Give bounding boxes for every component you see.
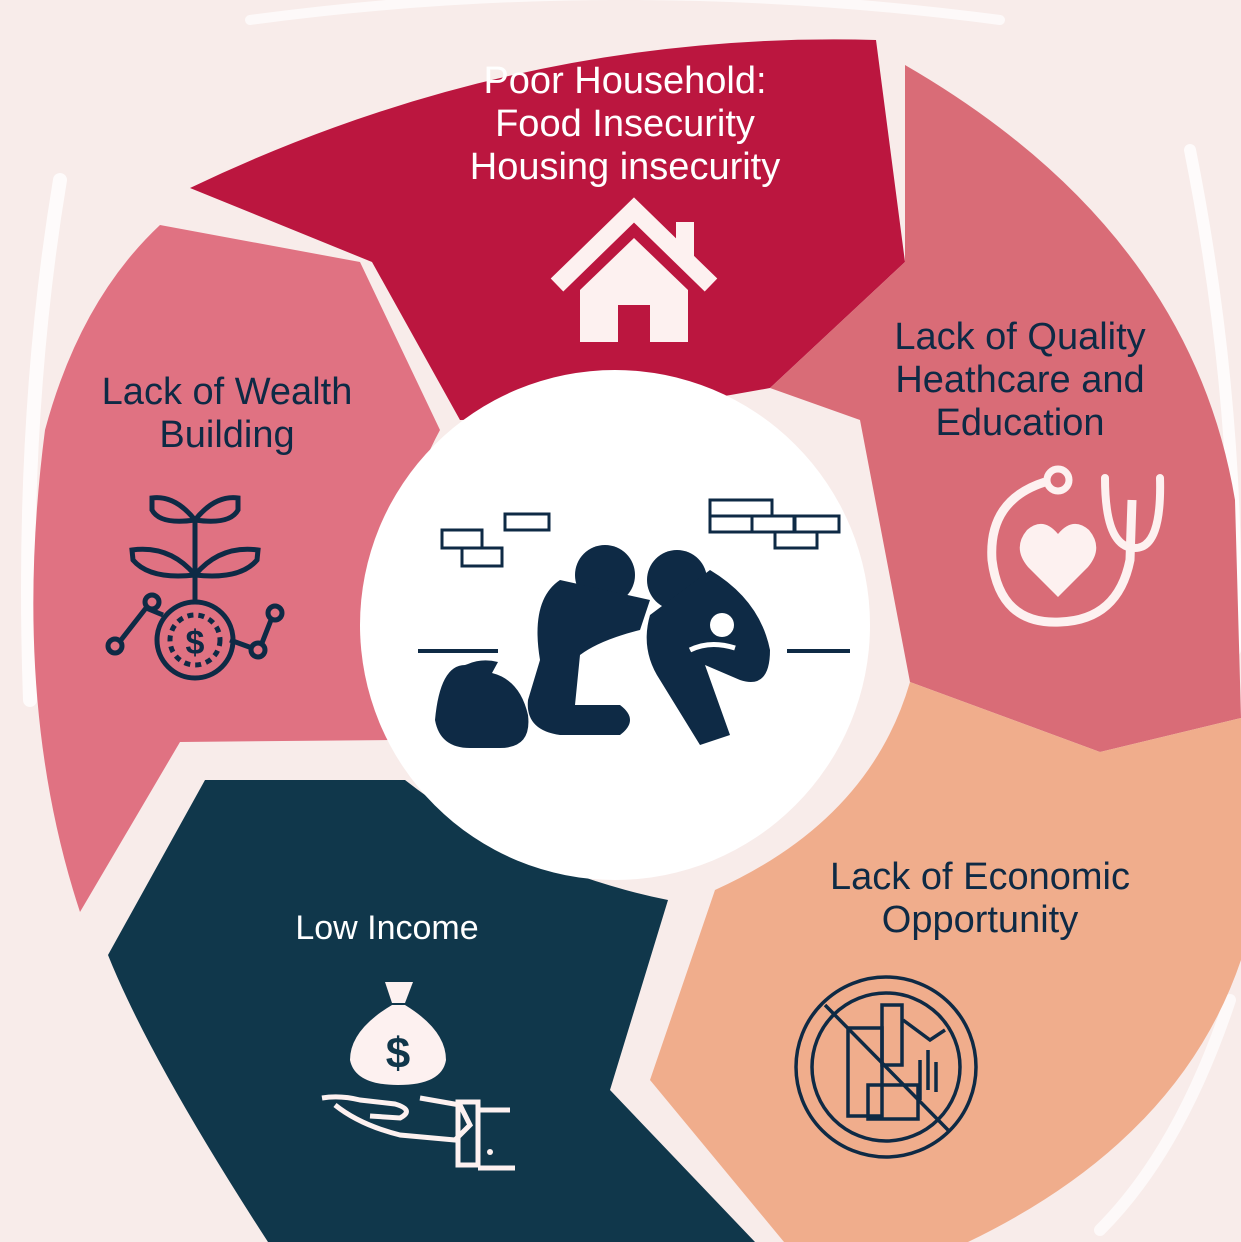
segment-economic-opportunity: [650, 682, 1241, 1242]
no-business-icon: [794, 975, 978, 1159]
money-bag-hand-icon: $: [321, 982, 515, 1171]
label-line: Lack of Economic: [830, 856, 1130, 898]
label-healthcare-education: Lack of Quality Heathcare and Education: [860, 316, 1180, 445]
svg-text:$: $: [386, 1029, 410, 1078]
stethoscope-heart-icon: [987, 465, 1165, 627]
svg-text:$: $: [186, 624, 205, 662]
label-wealth-building: Lack of Wealth Building: [62, 371, 392, 457]
label-low-income: Low Income: [262, 907, 512, 950]
label-line: Food Insecurity: [495, 103, 755, 145]
label-line: Housing insecurity: [469, 146, 781, 188]
segment-low-income: [108, 780, 755, 1242]
label-line: Lack of Wealth: [101, 371, 353, 413]
segment-wealth-building: [33, 225, 440, 912]
label-line: Heathcare and: [895, 359, 1145, 401]
plant-growth-dollar-icon: $: [105, 495, 285, 681]
label-poor-household: Poor Household: Food Insecurity Housing …: [430, 60, 820, 189]
house-icon: [550, 197, 718, 342]
label-economic-opportunity: Lack of Economic Opportunity: [795, 856, 1165, 942]
label-line: Opportunity: [881, 899, 1079, 941]
label-line: Lack of Quality: [894, 316, 1146, 358]
segment-poor-household: [190, 39, 905, 420]
label-line: Low Income: [295, 909, 479, 947]
label-line: Education: [935, 402, 1105, 444]
homeless-family-icon: [418, 498, 850, 748]
label-line: Building: [159, 414, 295, 456]
label-line: Poor Household:: [483, 60, 767, 102]
